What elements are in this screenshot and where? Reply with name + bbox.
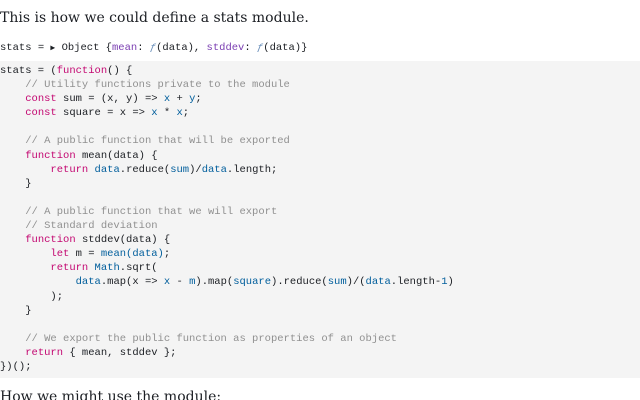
- code-source[interactable]: stats = (function() { // Utility functio…: [0, 65, 454, 373]
- property-mean: mean: [111, 42, 138, 54]
- output-variable-name: stats: [0, 42, 32, 54]
- output-type-label[interactable]: Object: [61, 42, 100, 54]
- code-comment: // A public function that will be export…: [25, 135, 290, 148]
- cell-output-inspector[interactable]: stats = ▶ Object {mean: ƒ(data), stddev:…: [0, 42, 308, 54]
- outro-paragraph: How we might use the module:: [0, 389, 222, 400]
- expand-caret-icon[interactable]: ▶: [50, 44, 56, 53]
- code-comment: // Utility functions private to the modu…: [25, 79, 290, 92]
- code-cell[interactable]: stats = (function() { // Utility functio…: [0, 61, 640, 378]
- intro-paragraph: This is how we could define a stats modu…: [0, 10, 309, 26]
- code-comment: // A public function that we will export: [25, 205, 278, 218]
- property-stddev: stddev: [206, 42, 245, 54]
- code-comment: // Standard deviation: [25, 220, 158, 233]
- code-comment: // We export the public function as prop…: [25, 332, 397, 345]
- function-icon: ƒ: [256, 42, 264, 54]
- function-icon: ƒ: [149, 42, 157, 54]
